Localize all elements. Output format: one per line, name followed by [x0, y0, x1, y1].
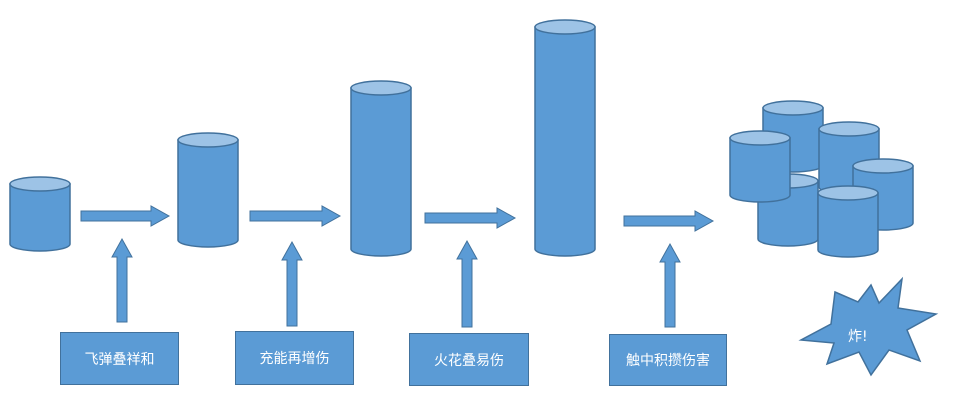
label-step-3: 火花叠易伤	[409, 333, 529, 386]
cluster-cylinder-f	[817, 185, 879, 258]
label-step-2: 充能再增伤	[235, 331, 354, 385]
cluster-cylinder-d	[729, 130, 791, 203]
arrow-right-2	[249, 205, 342, 227]
arrow-up-3	[456, 239, 478, 328]
arrow-right-3	[424, 207, 517, 229]
label-step-1: 飞弹叠祥和	[60, 332, 179, 385]
cylinder-4	[534, 19, 596, 257]
cylinder-1	[9, 176, 71, 252]
cylinder-cluster	[729, 100, 914, 258]
label-step-4: 触中积攒伤害	[609, 334, 727, 386]
arrow-right-1	[80, 205, 171, 227]
arrow-up-1	[111, 237, 133, 323]
arrow-right-4	[623, 210, 715, 232]
cylinder-2	[177, 132, 239, 248]
cylinder-3	[350, 80, 412, 257]
explosion-burst	[798, 276, 939, 377]
arrow-up-4	[659, 242, 681, 328]
burst-label: 炸!	[848, 329, 868, 345]
arrow-up-2	[281, 240, 303, 327]
